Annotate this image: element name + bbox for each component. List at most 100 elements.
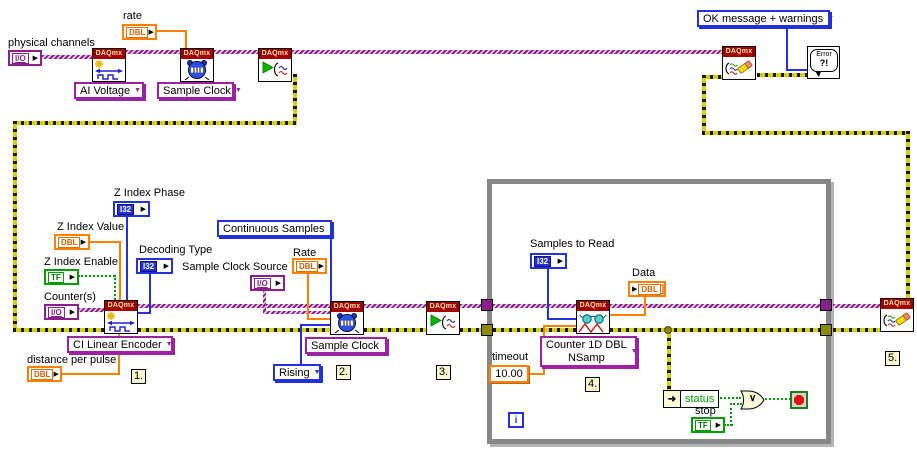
error-wire — [138, 328, 330, 332]
error-wire — [906, 131, 910, 298]
while-loop-border — [487, 179, 831, 444]
counters-control[interactable]: I/O ▶ — [44, 304, 79, 320]
error-wire — [13, 328, 104, 332]
clear-task-icon — [725, 60, 753, 75]
active-edge-dropdown[interactable]: Rising ▼ — [273, 364, 321, 381]
task-wire — [42, 55, 92, 59]
encoder-type-dropdown[interactable]: CI Linear Encoder ▼ — [67, 336, 173, 353]
output-arrow-icon: ▶ — [318, 262, 324, 270]
dbl-wire — [61, 373, 120, 375]
z-index-value-control[interactable]: DBL ▶ — [54, 234, 90, 250]
output-arrow-icon: ▶ — [715, 421, 721, 429]
sample-clock-source-label: Sample Clock Source — [182, 261, 288, 273]
dropdown-arrow-icon: ▼ — [165, 341, 173, 348]
sample-clock-source-control[interactable]: I/O ▶ — [250, 275, 285, 291]
timing-type-dropdown[interactable]: Sample Clock ▼ — [157, 82, 242, 99]
z-index-phase-control[interactable]: I32 ▶ — [113, 201, 150, 217]
read-mode-dropdown[interactable]: Counter 1D DBL NSamp ▼ — [540, 336, 638, 367]
simple-error-handler-node[interactable]: Error ?! — [807, 46, 840, 79]
dropdown-arrow-icon: ▼ — [134, 87, 142, 94]
error-wire — [493, 328, 576, 332]
loop-iteration-terminal[interactable]: i — [508, 412, 524, 428]
step-3-label: 3. — [436, 365, 452, 380]
z-index-enable-control[interactable]: TF ▶ — [44, 269, 79, 285]
stop-label: stop — [695, 405, 716, 417]
loop-condition-terminal[interactable] — [790, 391, 808, 409]
channel-type-dropdown[interactable]: AI Voltage ▼ — [74, 82, 144, 99]
start-task-icon — [430, 314, 456, 330]
timing-type-dropdown-2[interactable]: Sample Clock ▼ — [305, 337, 390, 354]
dropdown-arrow-icon: ▼ — [382, 342, 390, 349]
rate-control[interactable]: DBL ▶ — [122, 24, 157, 40]
unbundle-status-node[interactable]: ➜ status — [663, 390, 720, 408]
data-array-indicator[interactable]: ▶ DBL ] — [628, 281, 666, 297]
daqmx-create-encoder-channel-node[interactable]: DAQmx — [104, 300, 138, 334]
dbl-wire — [118, 334, 120, 375]
step-1-label: 1. — [131, 369, 147, 384]
step-4-label: 4. — [585, 377, 601, 392]
timeout-constant[interactable]: 10.00 — [489, 365, 529, 383]
i32-wire — [547, 318, 576, 320]
decoding-type-label: Decoding Type — [139, 244, 213, 256]
daqmx-start-task-node-2[interactable]: DAQmx — [426, 301, 460, 335]
daqmx-timing-node-2[interactable]: DAQmx — [330, 301, 364, 335]
task-wire — [126, 50, 180, 54]
read-glasses-icon — [578, 314, 607, 333]
error-wire — [364, 328, 426, 332]
input-arrow-icon: ▶ — [632, 286, 638, 293]
loop-tunnel-task-right — [820, 299, 832, 311]
task-wire — [493, 304, 576, 308]
i32-wire — [126, 216, 128, 300]
timing-clock-icon — [334, 313, 360, 333]
bool-wire — [730, 403, 742, 405]
daqmx-read-node[interactable]: DAQmx — [576, 300, 610, 334]
error-wire — [13, 121, 17, 332]
dropdown-arrow-icon: ▼ — [313, 369, 321, 376]
samples-to-read-label: Samples to Read — [530, 238, 615, 250]
decoding-type-control[interactable]: I32 ▶ — [136, 258, 173, 274]
dbl-wire — [119, 241, 121, 300]
stop-button-terminal[interactable]: TF ▶ — [691, 417, 725, 433]
output-arrow-icon: ▶ — [163, 262, 169, 270]
daqmx-clear-task-node[interactable]: DAQmx — [722, 46, 756, 80]
i32-wire — [149, 273, 151, 314]
bubble-tail-icon — [812, 71, 822, 77]
task-wire — [292, 50, 722, 54]
error-wire — [460, 328, 487, 332]
or-gate-node[interactable]: ∨ — [740, 390, 766, 410]
error-message-type-dropdown[interactable]: OK message + warnings ▼ — [697, 10, 834, 27]
bool-wire — [78, 275, 115, 277]
sample-mode-dropdown[interactable]: Continuous Samples ▼ — [217, 220, 335, 237]
i32-wire — [300, 324, 330, 326]
step-2-label: 2. — [336, 365, 352, 380]
output-arrow-icon: ▶ — [69, 308, 75, 316]
i32-wire — [786, 69, 809, 71]
output-arrow-icon: ▶ — [80, 238, 86, 246]
i32-wire — [300, 324, 302, 366]
i32-wire — [786, 27, 788, 71]
i32-wire — [330, 237, 332, 301]
samples-to-read-control[interactable]: I32 ▶ — [530, 253, 567, 269]
daqmx-timing-node[interactable]: DAQmx — [180, 48, 214, 82]
physical-channels-label: physical channels — [8, 37, 95, 49]
error-wire — [702, 131, 910, 135]
create-channel-icon — [95, 60, 123, 80]
daqmx-create-channel-node[interactable]: DAQmx — [92, 48, 126, 82]
create-channel-icon — [107, 312, 135, 332]
rate2-label: Rate — [293, 247, 317, 259]
rate2-control[interactable]: DBL ▶ — [292, 258, 327, 274]
bool-wire — [724, 424, 733, 426]
daqmx-start-task-node[interactable]: DAQmx — [258, 48, 292, 82]
error-wire — [702, 75, 706, 135]
data-label: Data — [632, 267, 656, 279]
counters-label: Counter(s) — [44, 291, 96, 303]
stop-sign-icon — [794, 395, 804, 405]
distance-per-pulse-control[interactable]: DBL ▶ — [27, 366, 62, 382]
output-arrow-icon: ▶ — [557, 257, 563, 265]
bool-wire — [730, 403, 732, 426]
physical-channels-control[interactable]: I/O ▶ — [8, 50, 42, 66]
dbl-wire — [307, 318, 330, 320]
dbl-wire — [644, 296, 646, 316]
daqmx-clear-task-node-2[interactable]: DAQmx — [880, 298, 914, 332]
error-wire — [702, 75, 722, 79]
